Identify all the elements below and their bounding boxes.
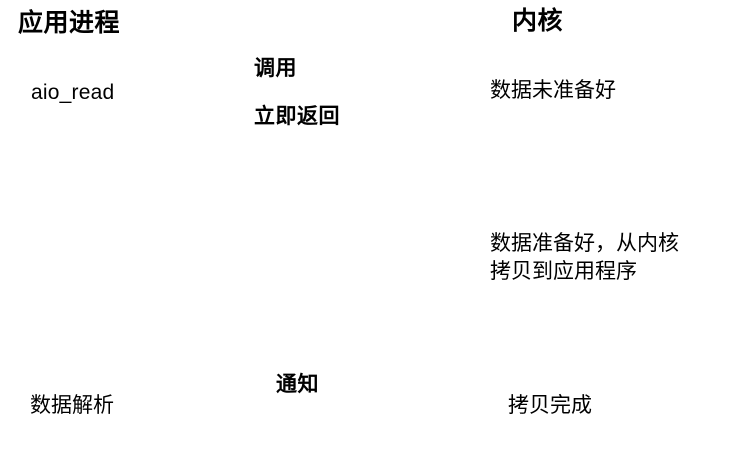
column-title-kernel: 内核 [512, 7, 564, 35]
label-return-immediately: 立即返回 [254, 105, 340, 128]
label-copy-done: 拷贝完成 [508, 394, 592, 417]
label-data-ready-copy-to-app: 数据准备好，从内核 拷贝到应用程序 [490, 232, 679, 283]
label-aio-read: aio_read [31, 81, 115, 104]
label-notify: 通知 [276, 373, 319, 396]
column-title-application-process: 应用进程 [18, 9, 121, 37]
label-data-not-ready: 数据未准备好 [490, 79, 616, 102]
label-call: 调用 [254, 57, 297, 80]
label-parse-data: 数据解析 [30, 394, 114, 417]
